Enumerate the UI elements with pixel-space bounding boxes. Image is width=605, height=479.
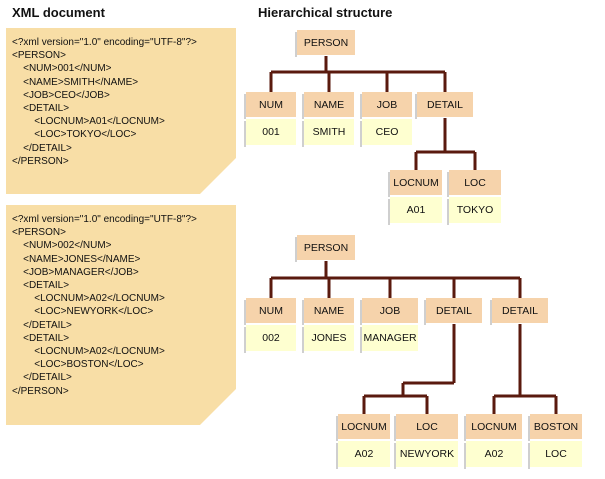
xml-note-1: <?xml version="1.0" encoding="UTF-8"?> <P…: [6, 28, 236, 194]
xml-line: <PERSON>: [12, 227, 66, 239]
xml-line: <NAME>SMITH</NAME>: [12, 76, 139, 88]
xml-line: <JOB>CEO</JOB>: [12, 89, 110, 101]
xml-line: <LOC>NEWYORK</LOC>: [12, 306, 154, 318]
xml-line: <NAME>JONES</NAME>: [12, 253, 141, 265]
xml-line: <NUM>002</NUM>: [12, 240, 112, 252]
node-num: NUM: [244, 298, 296, 325]
value-job: CEO: [360, 119, 412, 147]
value-num: 002: [244, 325, 296, 353]
tree-root-person: PERSON: [295, 30, 355, 57]
xml-line: <NUM>001</NUM>: [12, 63, 112, 75]
node-loc: LOC: [447, 170, 501, 197]
xml-line: </PERSON>: [12, 385, 69, 397]
xml-line: <LOC>BOSTON</LOC>: [12, 359, 144, 371]
node-detail: DETAIL: [490, 298, 548, 325]
node-locnum: LOCNUM: [464, 414, 522, 441]
node-detail: DETAIL: [415, 92, 473, 119]
note-fold-corner: [200, 389, 236, 425]
value-locnum: A02: [464, 441, 522, 469]
xml-line: <DETAIL>: [12, 103, 70, 115]
value-loc: TOKYO: [447, 197, 501, 225]
hierarchical-structure-heading: Hierarchical structure: [258, 5, 393, 20]
xml-line: <?xml version="1.0" encoding="UTF-8"?>: [12, 37, 197, 48]
xml-note-1-text: <?xml version="1.0" encoding="UTF-8"?> <P…: [12, 36, 197, 168]
node-num: NUM: [244, 92, 296, 119]
xml-line: </DETAIL>: [12, 142, 72, 154]
xml-note-2-text: <?xml version="1.0" encoding="UTF-8"?> <P…: [12, 213, 197, 398]
node-name: NAME: [302, 92, 354, 119]
value-boston: LOC: [528, 441, 582, 469]
node-job: JOB: [360, 92, 412, 119]
tree-root-person: PERSON: [295, 235, 355, 262]
value-locnum: A02: [336, 441, 390, 469]
value-locnum: A01: [388, 197, 442, 225]
xml-line: <LOC>TOKYO</LOC>: [12, 129, 137, 141]
note-fold-corner: [200, 158, 236, 194]
xml-document-heading: XML document: [12, 5, 105, 20]
node-locnum: LOCNUM: [388, 170, 442, 197]
value-loc: NEWYORK: [394, 441, 458, 469]
node-boston: BOSTON: [528, 414, 582, 441]
xml-line: </DETAIL>: [12, 319, 72, 331]
xml-line: <DETAIL>: [12, 280, 70, 292]
xml-line: <LOCNUM>A02</LOCNUM>: [12, 293, 165, 305]
node-job: JOB: [360, 298, 418, 325]
node-loc: LOC: [394, 414, 458, 441]
xml-line: <?xml version="1.0" encoding="UTF-8"?>: [12, 214, 197, 225]
xml-line: <JOB>MANAGER</JOB>: [12, 266, 139, 278]
node-detail: DETAIL: [424, 298, 482, 325]
xml-line: <PERSON>: [12, 50, 66, 62]
node-name: NAME: [302, 298, 354, 325]
xml-note-2: <?xml version="1.0" encoding="UTF-8"?> <P…: [6, 205, 236, 425]
node-locnum: LOCNUM: [336, 414, 390, 441]
value-num: 001: [244, 119, 296, 147]
xml-line: </PERSON>: [12, 155, 69, 167]
xml-line: <LOCNUM>A02</LOCNUM>: [12, 346, 165, 358]
value-name: SMITH: [302, 119, 354, 147]
xml-line: </DETAIL>: [12, 372, 72, 384]
xml-line: <DETAIL>: [12, 332, 70, 344]
value-job: MANAGER: [360, 325, 418, 353]
xml-line: <LOCNUM>A01</LOCNUM>: [12, 116, 165, 128]
value-name: JONES: [302, 325, 354, 353]
